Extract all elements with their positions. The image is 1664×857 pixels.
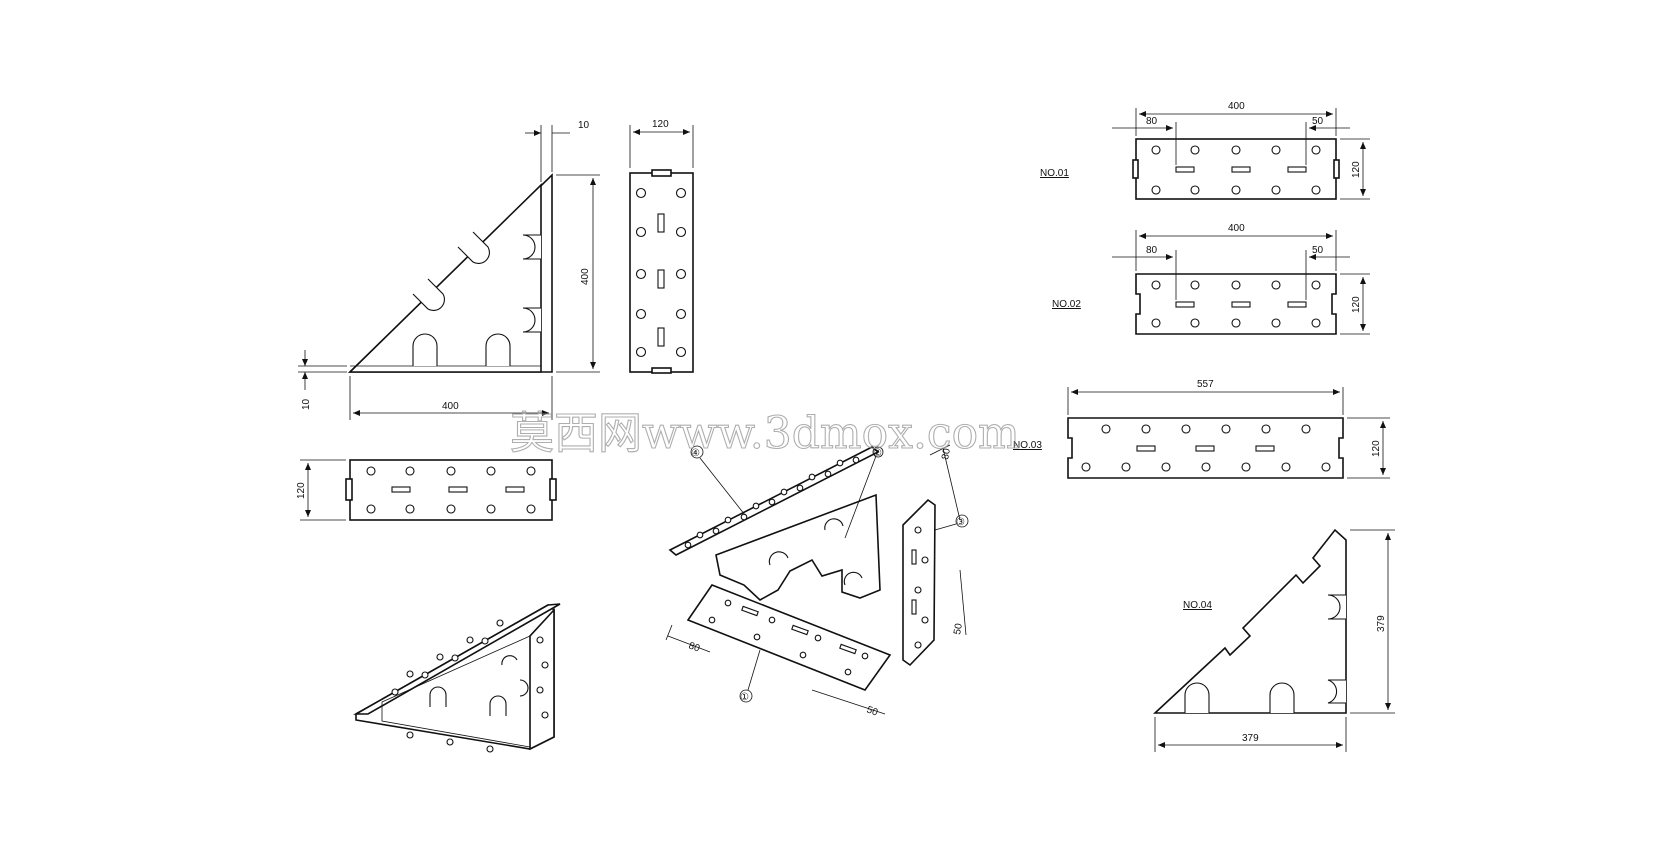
- part-no03: NO.03 557 120: [1013, 379, 1390, 479]
- triangle-side-view: 10 400 400 10: [298, 120, 600, 420]
- dim-no04-w: 379: [1242, 733, 1259, 744]
- dim-no01-right: 50: [1312, 116, 1324, 127]
- label-no03: NO.03: [1013, 440, 1042, 451]
- dim-no02-h: 120: [1351, 296, 1362, 313]
- dim-no02-left: 80: [1146, 245, 1158, 256]
- dim-exp-50-side: 50: [952, 622, 965, 635]
- dim-no01-left: 80: [1146, 116, 1158, 127]
- callout-c1: ①: [740, 692, 749, 703]
- exploded-view: ② ③ ① ④ 80 50 80: [665, 444, 969, 719]
- dim-front-height: 120: [296, 482, 307, 499]
- dim-tri-base: 400: [442, 401, 459, 412]
- front-plate-view: 120: [296, 459, 557, 521]
- watermark-text: 莫西网www.3dmox.com: [510, 408, 1020, 459]
- callout-c4: ④: [691, 448, 700, 459]
- dim-exp-50-bottom: 50: [865, 704, 880, 718]
- label-no02: NO.02: [1052, 299, 1081, 310]
- callout-c2: ②: [873, 448, 882, 459]
- dim-no01-h: 120: [1351, 161, 1362, 178]
- dim-no02-len: 400: [1228, 223, 1245, 234]
- dim-exp-80-bottom: 80: [687, 640, 702, 654]
- dim-tri-height: 400: [580, 268, 591, 285]
- isometric-assembly: [352, 603, 561, 753]
- label-no01: NO.01: [1040, 168, 1069, 179]
- part-no04: NO.04 379 379: [1152, 528, 1395, 752]
- dim-tri-base-thickness: 10: [301, 398, 312, 410]
- dim-no04-h: 379: [1376, 615, 1387, 632]
- dim-no03-len: 557: [1197, 379, 1214, 390]
- part-no01: NO.01 400 80 50 120: [1040, 101, 1370, 200]
- side-plate-view: 120: [629, 119, 694, 374]
- dim-no01-len: 400: [1228, 101, 1245, 112]
- part-no02: NO.02 400 80 50 120: [1052, 223, 1370, 335]
- dim-no03-h: 120: [1371, 440, 1382, 457]
- dim-exp-80-top: 80: [940, 447, 953, 460]
- dim-no02-right: 50: [1312, 245, 1324, 256]
- label-no04: NO.04: [1183, 600, 1212, 611]
- callout-c3: ③: [956, 517, 965, 528]
- dim-tri-thickness: 10: [578, 120, 590, 131]
- dim-side-width: 120: [652, 119, 669, 130]
